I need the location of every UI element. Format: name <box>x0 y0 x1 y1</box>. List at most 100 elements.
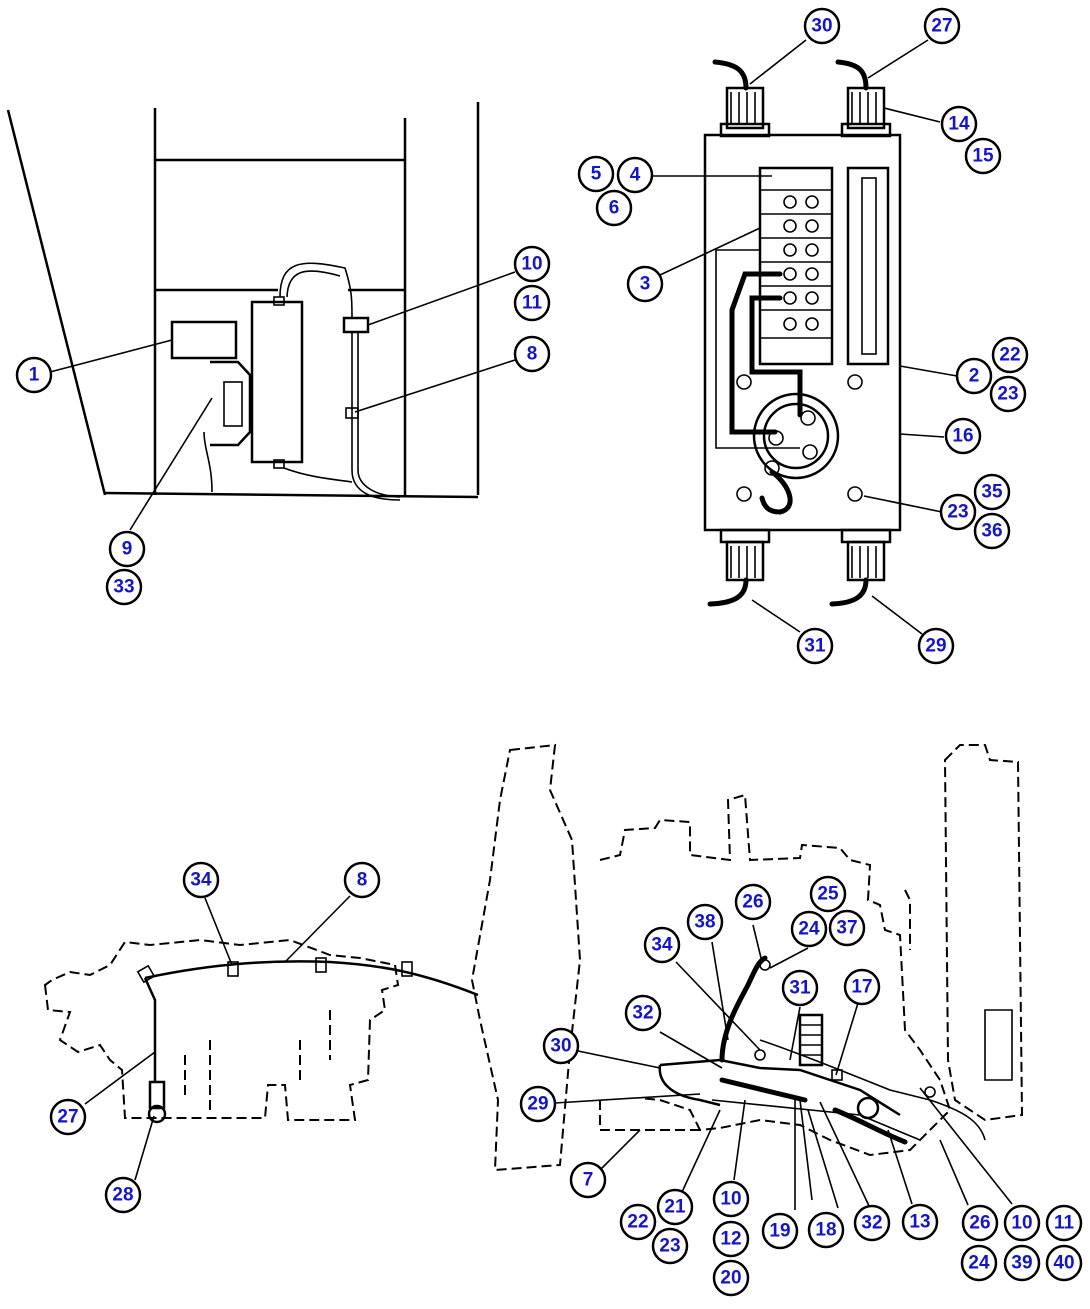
engine-harness-view <box>43 938 479 1124</box>
svg-text:10: 10 <box>521 254 542 275</box>
svg-text:31: 31 <box>789 978 811 999</box>
callout-22: 22 <box>619 1203 657 1241</box>
svg-text:27: 27 <box>57 1107 78 1128</box>
svg-text:35: 35 <box>981 482 1003 503</box>
callout-2: 2 <box>955 357 993 395</box>
svg-text:20: 20 <box>720 1268 741 1289</box>
callout-13: 13 <box>901 1203 939 1241</box>
callout-20: 20 <box>712 1259 750 1297</box>
callout-33: 33 <box>105 568 143 606</box>
leader-lines <box>49 39 1013 1209</box>
svg-text:23: 23 <box>947 502 968 523</box>
callout-9: 9 <box>108 530 146 568</box>
callout-25: 25 <box>809 875 847 913</box>
callout-8: 8 <box>513 335 551 373</box>
svg-text:33: 33 <box>113 577 134 598</box>
callout-38: 38 <box>686 903 724 941</box>
svg-text:30: 30 <box>811 16 832 37</box>
callout-31: 31 <box>796 627 834 665</box>
callout-3: 3 <box>626 265 664 303</box>
svg-text:9: 9 <box>122 539 133 560</box>
callout-24: 24 <box>960 1244 998 1282</box>
svg-text:11: 11 <box>1054 1213 1075 1234</box>
callout-11: 11 <box>1045 1204 1083 1242</box>
callout-27: 27 <box>49 1098 87 1136</box>
callout-32: 32 <box>853 1204 891 1242</box>
svg-text:10: 10 <box>1011 1213 1032 1234</box>
svg-text:38: 38 <box>694 912 715 933</box>
svg-text:36: 36 <box>981 521 1002 542</box>
callout-39: 39 <box>1003 1244 1041 1282</box>
callout-8: 8 <box>343 861 381 899</box>
callout-30: 30 <box>803 7 841 45</box>
svg-text:8: 8 <box>357 870 368 891</box>
svg-text:1: 1 <box>29 365 40 386</box>
callout-10: 10 <box>1003 1204 1041 1242</box>
callout-15: 15 <box>964 137 1002 175</box>
callout-10: 10 <box>513 245 551 283</box>
callout-23: 23 <box>989 375 1027 413</box>
svg-text:26: 26 <box>969 1213 990 1234</box>
callout-21: 21 <box>656 1188 694 1226</box>
svg-text:12: 12 <box>720 1229 741 1250</box>
svg-text:29: 29 <box>527 1094 548 1115</box>
callout-14: 14 <box>940 105 978 143</box>
callout-40: 40 <box>1045 1244 1083 1282</box>
svg-text:15: 15 <box>972 146 994 167</box>
callout-34: 34 <box>182 861 220 899</box>
svg-text:16: 16 <box>952 426 973 447</box>
svg-text:10: 10 <box>720 1189 741 1210</box>
callout-1: 1 <box>15 356 53 394</box>
callout-34: 34 <box>643 926 681 964</box>
svg-text:27: 27 <box>931 16 952 37</box>
svg-text:39: 39 <box>1011 1253 1032 1274</box>
callout-36: 36 <box>973 512 1011 550</box>
svg-text:13: 13 <box>909 1212 930 1233</box>
callout-12: 12 <box>712 1220 750 1258</box>
callout-4: 4 <box>616 156 654 194</box>
svg-text:19: 19 <box>769 1221 790 1242</box>
svg-text:21: 21 <box>664 1197 686 1218</box>
callout-7: 7 <box>569 1161 607 1199</box>
svg-text:34: 34 <box>190 870 212 891</box>
callout-18: 18 <box>807 1211 845 1249</box>
svg-text:5: 5 <box>591 164 602 185</box>
svg-text:2: 2 <box>969 366 980 387</box>
callout-29: 29 <box>917 627 955 665</box>
callout-37: 37 <box>828 909 866 947</box>
svg-text:18: 18 <box>815 1220 836 1241</box>
callout-11: 11 <box>513 284 551 322</box>
machine-side-view <box>470 743 1024 1210</box>
svg-text:6: 6 <box>609 198 620 219</box>
svg-text:24: 24 <box>798 919 820 940</box>
callout-19: 19 <box>761 1212 799 1250</box>
svg-text:3: 3 <box>640 274 651 295</box>
svg-text:40: 40 <box>1053 1253 1074 1274</box>
callout-23: 23 <box>651 1227 689 1265</box>
svg-text:26: 26 <box>742 892 763 913</box>
callout-10: 10 <box>712 1180 750 1218</box>
svg-text:22: 22 <box>999 345 1020 366</box>
svg-text:4: 4 <box>630 165 641 186</box>
callout-6: 6 <box>595 189 633 227</box>
svg-text:28: 28 <box>112 1185 133 1206</box>
svg-text:17: 17 <box>851 977 872 998</box>
svg-text:8: 8 <box>527 344 538 365</box>
svg-text:24: 24 <box>968 1253 990 1274</box>
callout-32: 32 <box>624 994 662 1032</box>
svg-text:11: 11 <box>522 293 543 314</box>
callout-27: 27 <box>923 7 961 45</box>
callout-31: 31 <box>781 969 819 1007</box>
svg-text:37: 37 <box>836 918 857 939</box>
callout-26: 26 <box>961 1204 999 1242</box>
svg-text:30: 30 <box>550 1036 571 1057</box>
junction-box-view <box>703 59 902 607</box>
svg-text:34: 34 <box>651 935 673 956</box>
svg-text:31: 31 <box>804 636 826 657</box>
svg-text:32: 32 <box>861 1213 882 1234</box>
callout-29: 29 <box>519 1085 557 1123</box>
callout-22: 22 <box>991 336 1029 374</box>
svg-text:32: 32 <box>632 1003 653 1024</box>
compartment-view <box>6 102 480 501</box>
callout-5: 5 <box>577 155 615 193</box>
